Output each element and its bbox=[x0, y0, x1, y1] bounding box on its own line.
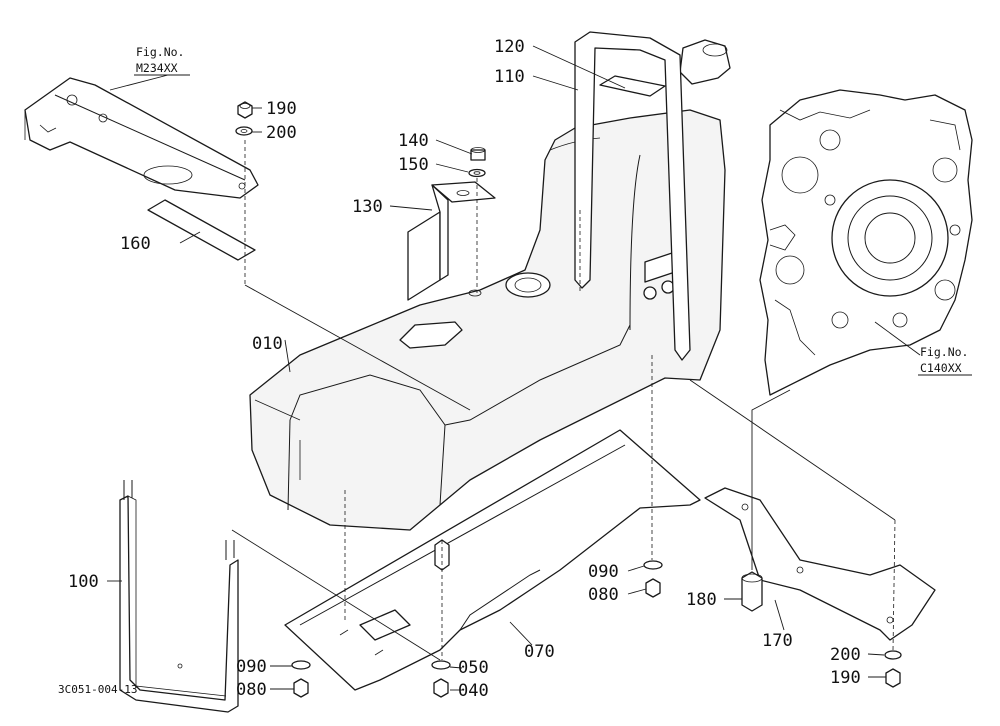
u-bracket-100 bbox=[119, 480, 239, 713]
figure-ref-left: Fig.No. M234XX bbox=[134, 45, 190, 76]
nut-040 bbox=[433, 678, 449, 698]
transmission-housing bbox=[759, 89, 973, 396]
callout-labels: 010 040 050 070 080 080 090 090 100 110 … bbox=[68, 37, 861, 701]
left-support-bracket bbox=[24, 77, 259, 199]
washer-200-upper bbox=[235, 126, 253, 136]
callout-040: 040 bbox=[458, 681, 489, 701]
washer-090-lower bbox=[291, 660, 311, 670]
nut-080-lower bbox=[293, 678, 309, 698]
fig-ref-right-code: C140XX bbox=[920, 361, 962, 375]
washer-150 bbox=[468, 168, 486, 178]
callout-070: 070 bbox=[524, 642, 555, 662]
callout-170: 170 bbox=[762, 631, 793, 651]
fig-ref-left-label: Fig.No. bbox=[136, 45, 184, 59]
callout-190-lower: 190 bbox=[830, 668, 861, 688]
callout-080-center: 080 bbox=[588, 585, 619, 605]
callout-080-lower: 080 bbox=[236, 680, 267, 700]
fig-ref-right-label: Fig.No. bbox=[920, 345, 968, 359]
callout-160: 160 bbox=[120, 234, 151, 254]
callout-150: 150 bbox=[398, 155, 429, 175]
callout-200-upper: 200 bbox=[266, 123, 297, 143]
spacer-180 bbox=[741, 571, 763, 612]
callout-090-center: 090 bbox=[588, 562, 619, 582]
nut-190-upper bbox=[237, 101, 253, 119]
base-plate-070 bbox=[284, 429, 701, 691]
nut-080-center bbox=[645, 578, 661, 598]
strap-110 bbox=[574, 31, 691, 361]
assembly-lines bbox=[231, 140, 896, 661]
washer-200-lower bbox=[884, 650, 902, 660]
callout-050: 050 bbox=[458, 658, 489, 678]
bracket-170 bbox=[704, 487, 936, 641]
bolt-140 bbox=[470, 147, 486, 161]
callout-130: 130 bbox=[352, 197, 383, 217]
callout-100: 100 bbox=[68, 572, 99, 592]
callout-010: 010 bbox=[252, 334, 283, 354]
drawing-code: 3C051-004-13 bbox=[58, 683, 137, 696]
figure-ref-right: Fig.No. C140XX bbox=[918, 345, 972, 376]
washer-050 bbox=[431, 660, 451, 670]
callout-140: 140 bbox=[398, 131, 429, 151]
callout-110: 110 bbox=[494, 67, 525, 87]
callout-090-lower: 090 bbox=[236, 657, 267, 677]
fuel-tank-010 bbox=[249, 39, 731, 531]
callout-200-lower: 200 bbox=[830, 645, 861, 665]
callout-leaders bbox=[107, 45, 921, 691]
bracket-130 bbox=[407, 181, 496, 301]
fig-ref-left-code: M234XX bbox=[136, 61, 178, 75]
washer-090-center bbox=[643, 560, 663, 570]
callout-190-upper: 190 bbox=[266, 99, 297, 119]
pad-120 bbox=[599, 75, 666, 97]
nut-190-lower bbox=[885, 668, 901, 688]
pad-160 bbox=[147, 199, 256, 261]
callout-180: 180 bbox=[686, 590, 717, 610]
callout-120: 120 bbox=[494, 37, 525, 57]
